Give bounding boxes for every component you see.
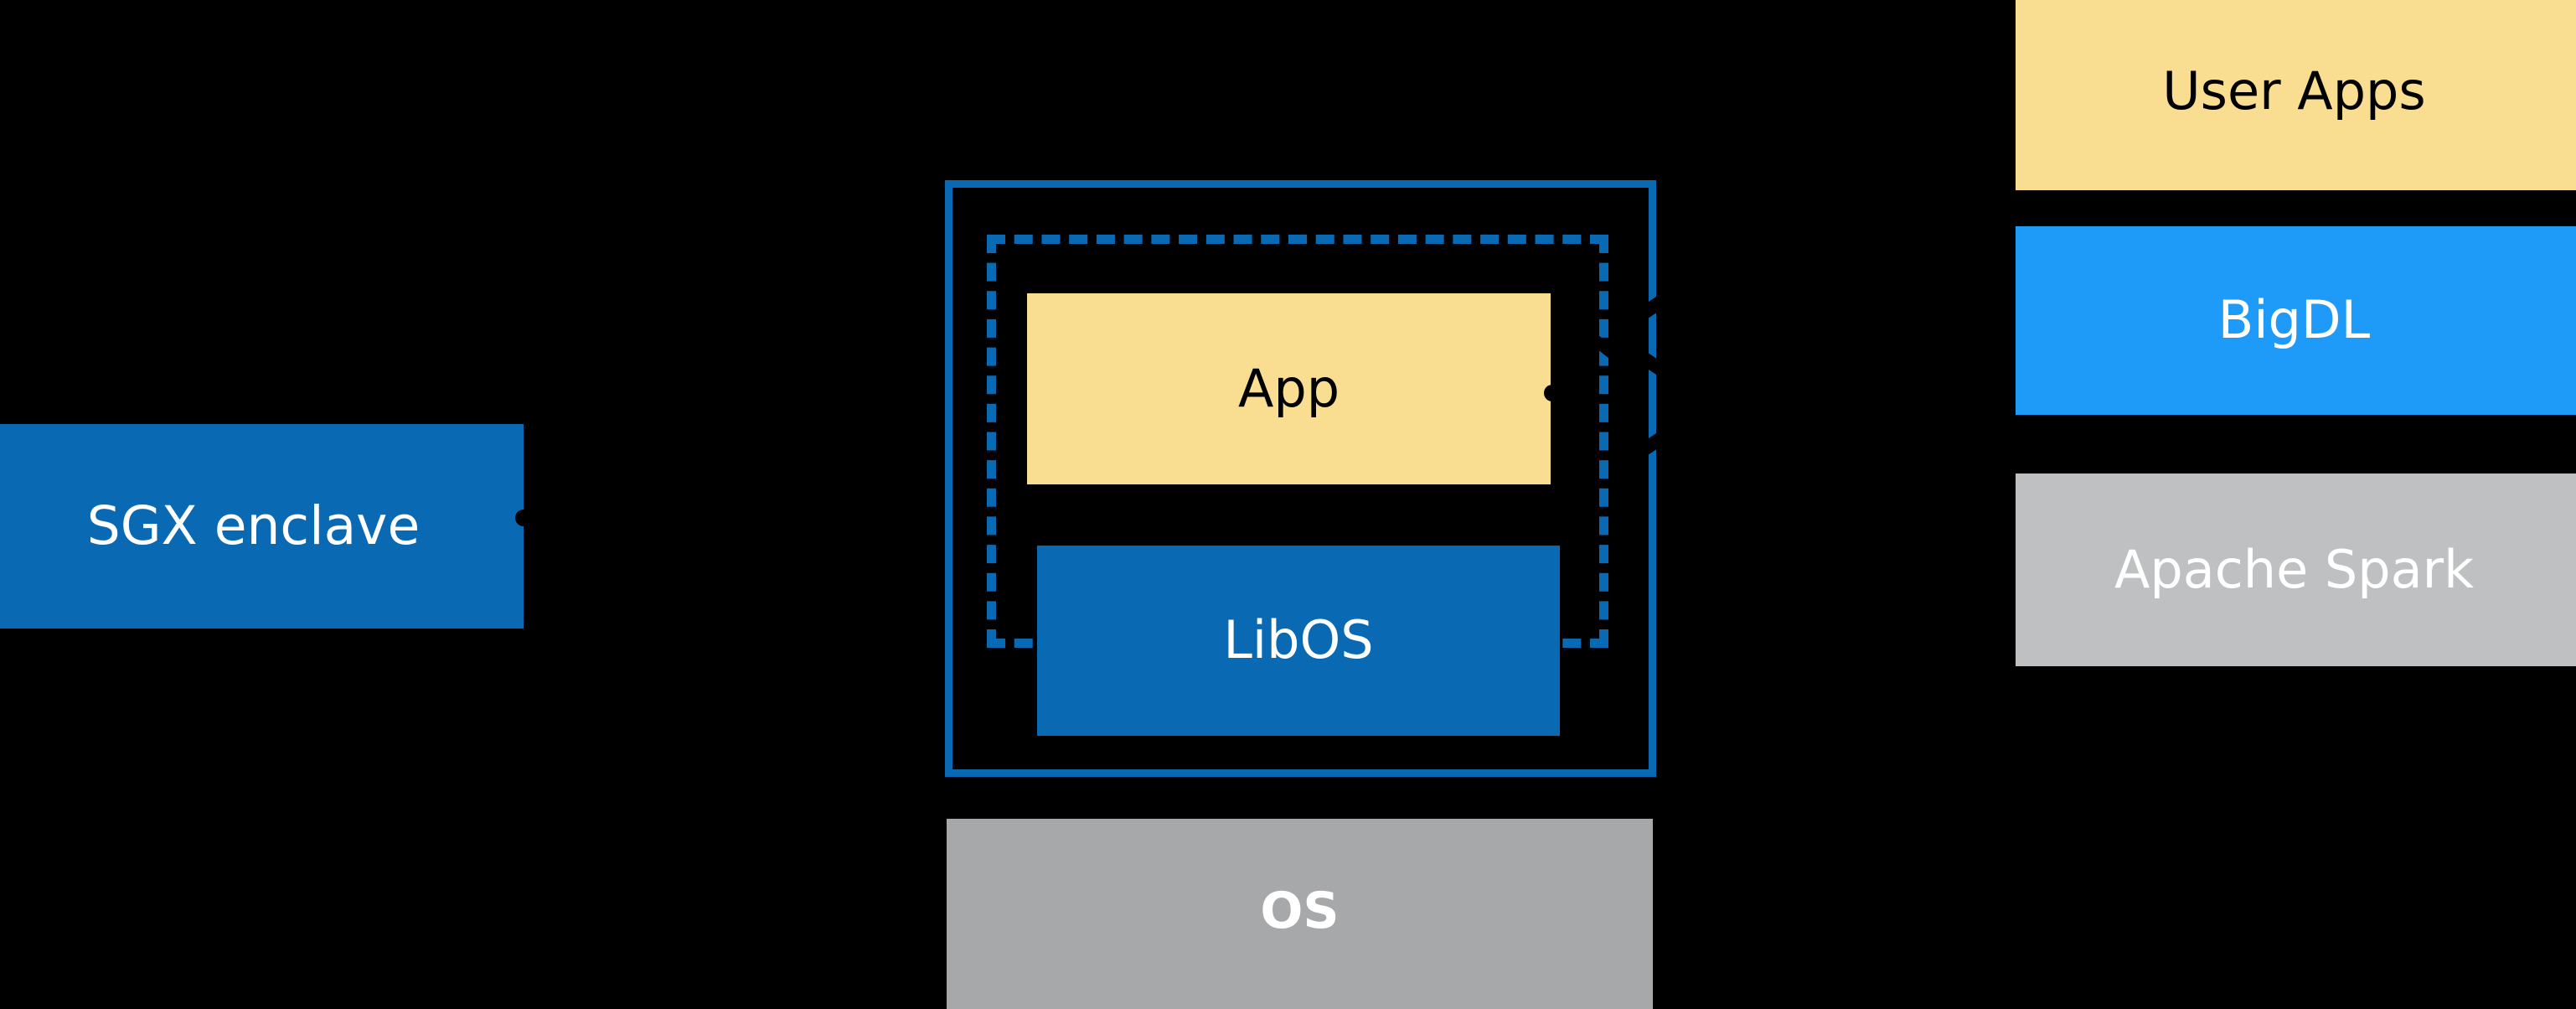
libos-label: LibOS: [1223, 609, 1374, 671]
app-connector-dot: [1544, 385, 1561, 401]
os-box: OS: [947, 819, 1653, 1009]
enclave-boundary-frame: [945, 180, 1656, 777]
libos-box: LibOS: [1037, 546, 1560, 736]
app-label: App: [1237, 357, 1340, 419]
bigdl-box: BigDL: [2016, 226, 2576, 415]
app-box: App: [1027, 293, 1551, 484]
sgx-enclave-label: SGX enclave: [86, 495, 421, 557]
apache-spark-label: Apache Spark: [2114, 538, 2475, 600]
user-apps-box: User Apps: [2016, 0, 2576, 190]
sgx-enclave-connector-dot: [515, 510, 532, 526]
apache-spark-box: Apache Spark: [2016, 473, 2576, 666]
sgx-enclave-box: SGX enclave: [0, 424, 524, 629]
user-apps-label: User Apps: [2162, 60, 2426, 122]
os-label: OS: [1260, 882, 1340, 940]
bigdl-label: BigDL: [2217, 289, 2371, 351]
